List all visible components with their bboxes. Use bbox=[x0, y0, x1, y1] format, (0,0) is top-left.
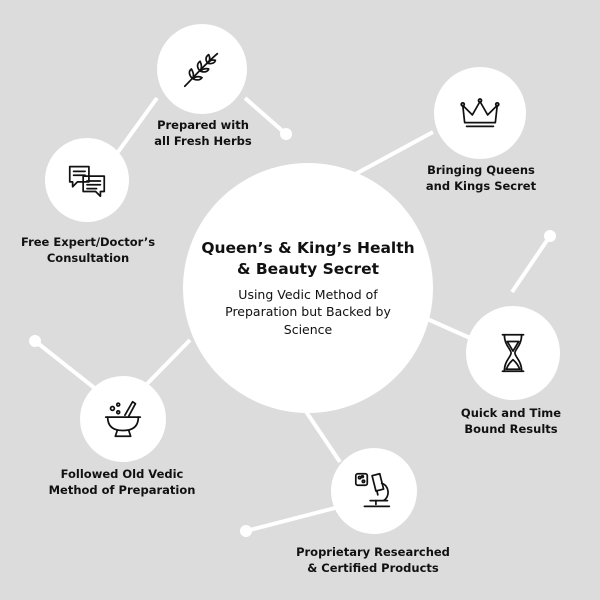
central-hub-circle: Queen’s & King’s Health & Beauty Secret … bbox=[183, 163, 433, 413]
caption-line: Quick and Time bbox=[460, 406, 562, 420]
feature-caption-herbs: Prepared with all Fresh Herbs bbox=[154, 118, 251, 149]
caption-line: Bound Results bbox=[464, 421, 558, 436]
chat-bubbles-icon bbox=[68, 165, 106, 198]
feature-circle-consultation bbox=[45, 138, 129, 222]
feature-caption-consultation: Free Expert/Doctor’s Consultation bbox=[21, 235, 155, 266]
microscope-icon bbox=[354, 472, 391, 508]
caption-line: and Kings Secret bbox=[425, 178, 537, 193]
hourglass-icon bbox=[501, 333, 525, 373]
caption-line: all Fresh Herbs bbox=[154, 133, 252, 148]
feature-circle-herbs bbox=[157, 24, 247, 114]
feature-circle-research bbox=[331, 448, 417, 534]
center-title: Queen’s & King’s Health & Beauty Secret bbox=[201, 238, 415, 278]
center-subtitle: Using Vedic Method of Preparation but Ba… bbox=[225, 286, 391, 337]
feature-caption-vedic-method: Followed Old Vedic Method of Preparation bbox=[49, 467, 196, 498]
caption-line: Method of Preparation bbox=[48, 482, 196, 497]
feature-caption-research: Proprietary Researched & Certified Produ… bbox=[296, 545, 450, 576]
caption-line: Prepared with bbox=[157, 118, 249, 132]
herb-branch-icon bbox=[183, 52, 219, 88]
caption-line: Proprietary Researched bbox=[296, 545, 450, 559]
caption-line: & Certified Products bbox=[307, 560, 439, 575]
feature-caption-crown: Bringing Queens and Kings Secret bbox=[426, 163, 536, 194]
caption-line: Consultation bbox=[46, 250, 130, 265]
caption-line: Free Expert/Doctor’s bbox=[20, 235, 156, 249]
feature-circle-crown bbox=[434, 67, 526, 159]
feature-caption-results: Quick and Time Bound Results bbox=[461, 406, 561, 437]
feature-circle-results bbox=[466, 306, 560, 400]
feature-circle-vedic-method bbox=[80, 376, 166, 462]
mortar-pestle-icon bbox=[104, 400, 142, 438]
crown-icon bbox=[460, 98, 500, 128]
caption-line: Followed Old Vedic bbox=[60, 467, 184, 481]
caption-line: Bringing Queens bbox=[427, 163, 535, 177]
